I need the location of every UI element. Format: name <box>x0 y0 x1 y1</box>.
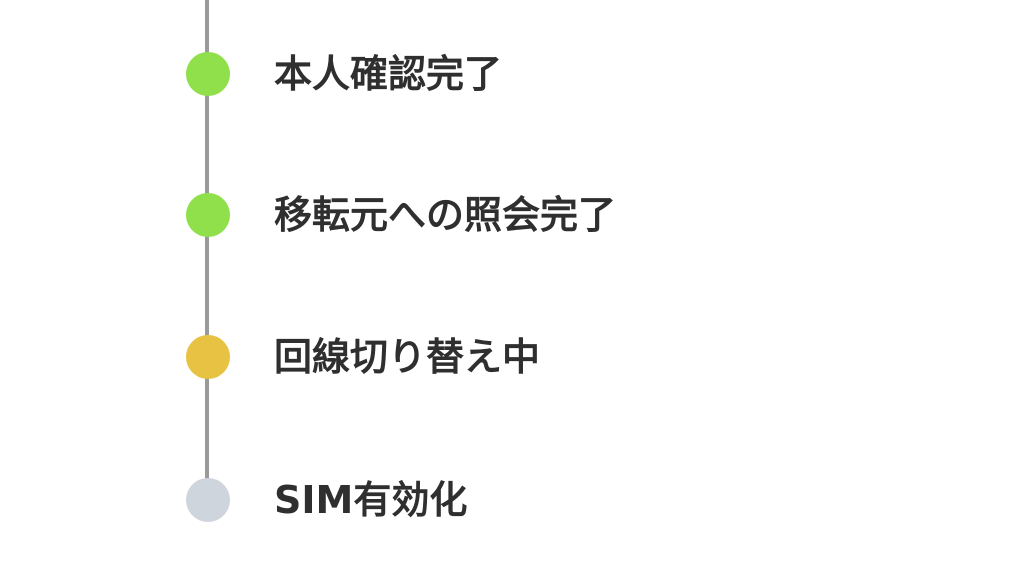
status-dot-complete <box>186 52 230 96</box>
timeline-step-label: 回線切り替え中 <box>274 335 541 379</box>
timeline-step-line-switching: 回線切り替え中 <box>0 327 1024 387</box>
status-dot-pending <box>186 478 230 522</box>
status-dot-in-progress <box>186 335 230 379</box>
timeline-rail <box>205 0 209 480</box>
timeline-step-sim-activation: SIM有効化 <box>0 470 1024 530</box>
timeline-step-label: 移転元への照会完了 <box>274 193 617 237</box>
timeline-step-transfer-inquiry: 移転元への照会完了 <box>0 185 1024 245</box>
status-dot-complete <box>186 193 230 237</box>
timeline-step-identity-verified: 本人確認完了 <box>0 44 1024 104</box>
timeline-step-label: SIM有効化 <box>274 478 468 522</box>
timeline-step-label: 本人確認完了 <box>274 52 503 96</box>
